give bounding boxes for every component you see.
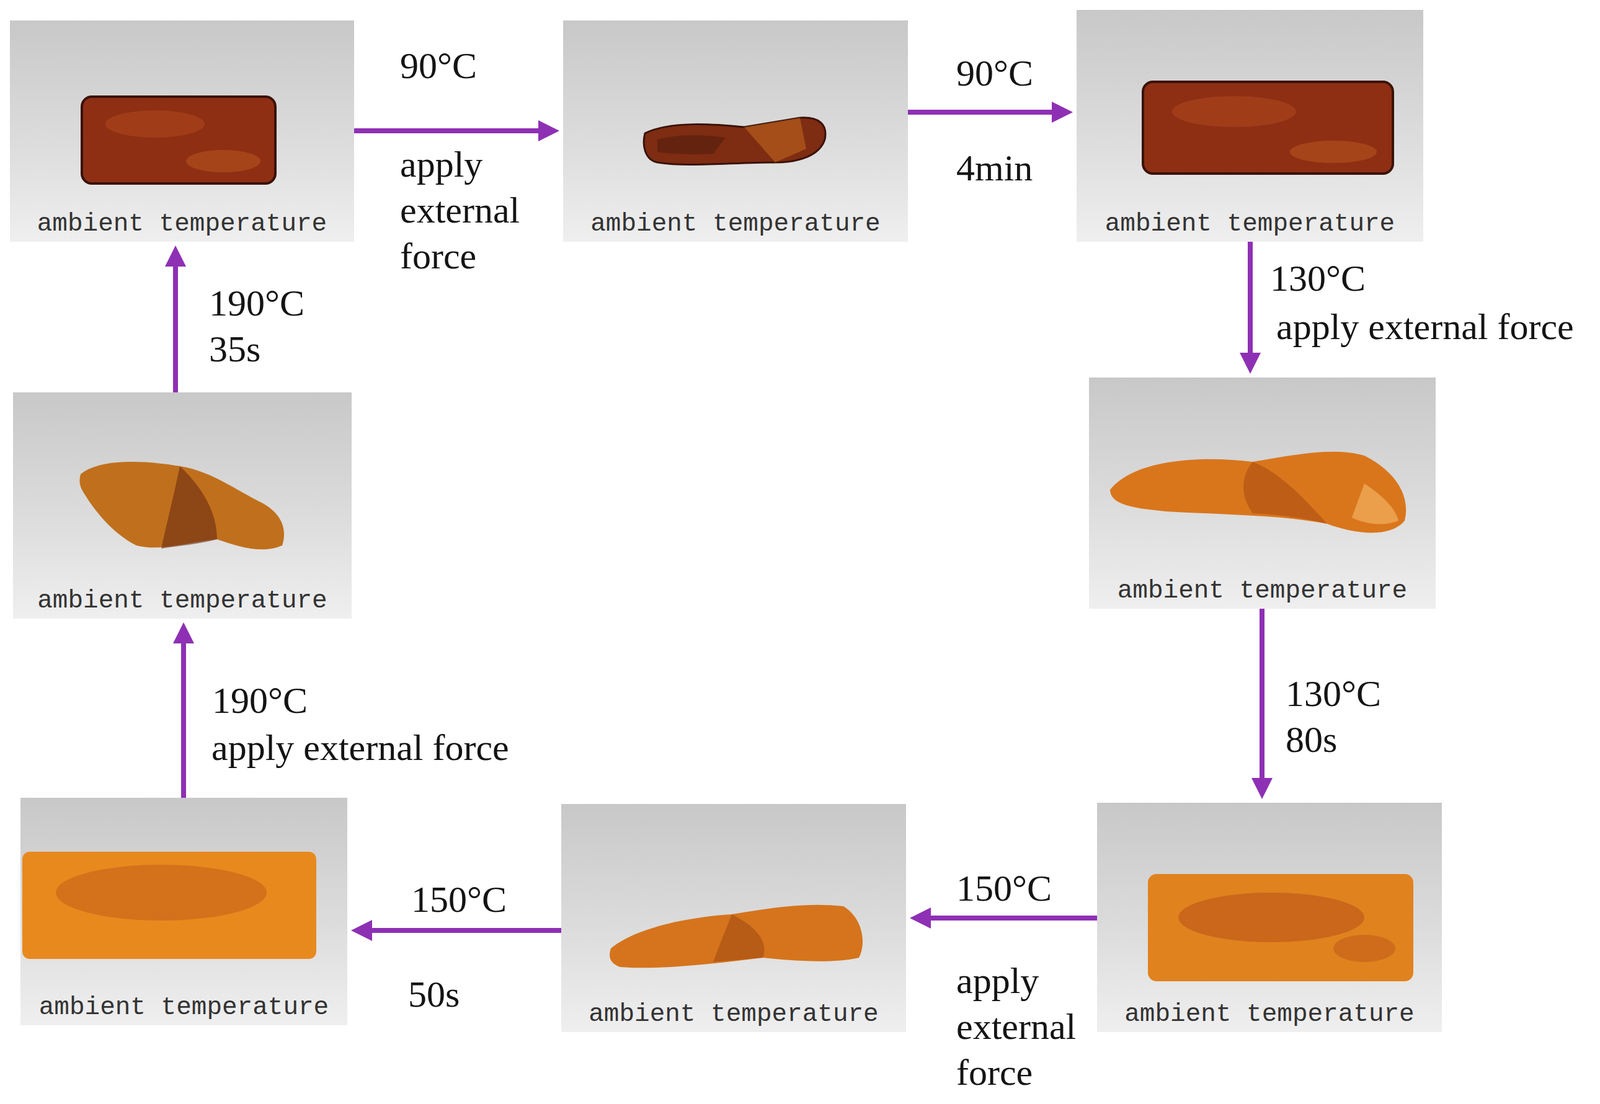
panel-caption: ambient temperature: [1105, 210, 1395, 239]
twisted-specimen: [79, 462, 285, 550]
cycle-arrow: [173, 266, 178, 393]
specimen-texture: [186, 150, 261, 173]
specimen-fold: [657, 135, 726, 155]
specimen-fold: [1351, 483, 1399, 525]
panel-caption: ambient temperature: [590, 210, 880, 239]
condition-label: 90°C: [956, 50, 1034, 97]
cycle-arrow: [1247, 241, 1253, 353]
condition-label: 35s: [208, 326, 261, 373]
specimen-texture: [105, 110, 205, 138]
panel-caption: ambient temperature: [1124, 1000, 1414, 1029]
condition-label: 4min: [956, 145, 1033, 192]
cycle-arrow: [930, 915, 1098, 921]
specimen-fold: [161, 466, 218, 549]
specimen-texture: [1289, 140, 1377, 164]
panel-caption: ambient temperature: [37, 210, 327, 239]
specimen-fold: [1243, 462, 1328, 525]
photo-panel: ambient temperature: [1088, 377, 1436, 609]
flat-specimen: [1142, 81, 1393, 174]
condition-label: 90°C: [400, 42, 477, 89]
cycle-arrow: [181, 643, 187, 799]
twisted-specimen: [609, 905, 863, 969]
condition-label: apply external force: [211, 724, 510, 771]
cycle-arrow: [354, 128, 539, 134]
photo-ground: [1088, 377, 1436, 609]
condition-label: apply external force: [956, 958, 1090, 1096]
condition-label: apply external force: [400, 141, 534, 280]
specimen-texture: [55, 865, 267, 921]
panel-caption: ambient temperature: [1117, 577, 1408, 606]
cycle-arrow: [1259, 608, 1265, 779]
specimen-texture: [1333, 935, 1396, 963]
panel-caption: ambient temperature: [39, 994, 329, 1023]
condition-label: apply external force: [1276, 303, 1574, 350]
specimen-texture: [1172, 96, 1297, 128]
specimen-fold: [713, 914, 765, 963]
panel-caption: ambient temperature: [588, 1000, 879, 1029]
photo-panel: ambient temperature: [13, 392, 352, 619]
photo-panel: ambient temperature: [20, 798, 348, 1026]
condition-label: 130°C: [1270, 255, 1366, 302]
photo-panel: ambient temperature: [1097, 803, 1442, 1033]
photo-ground: [1076, 9, 1424, 242]
photo-ground: [563, 20, 908, 242]
condition-label: 190°C: [208, 280, 305, 327]
photo-ground: [13, 392, 352, 619]
twisted-specimen: [1110, 452, 1406, 534]
specimen-texture: [1178, 893, 1365, 943]
twisted-specimen: [643, 117, 826, 165]
photo-panel: ambient temperature: [9, 20, 355, 242]
photo-ground: [561, 804, 907, 1033]
photo-ground: [9, 20, 355, 242]
specimen-fold: [744, 117, 807, 163]
cycle-arrow: [372, 928, 562, 934]
photo-panel: ambient temperature: [563, 20, 908, 242]
condition-label: 80s: [1285, 716, 1338, 763]
condition-label: 150°C: [956, 865, 1052, 912]
photo-ground: [20, 798, 348, 1026]
flat-specimen: [81, 96, 276, 184]
flat-specimen: [1147, 874, 1414, 982]
photo-panel: ambient temperature: [1076, 9, 1424, 242]
cycle-arrow: [907, 109, 1052, 115]
flat-specimen: [22, 852, 317, 960]
condition-label: 130°C: [1285, 671, 1382, 717]
condition-label: 150°C: [411, 876, 507, 923]
photo-panel: ambient temperature: [561, 804, 907, 1033]
condition-label: 190°C: [212, 677, 308, 724]
panel-caption: ambient temperature: [37, 587, 327, 616]
condition-label: 50s: [408, 971, 460, 1018]
photo-ground: [1097, 803, 1442, 1033]
